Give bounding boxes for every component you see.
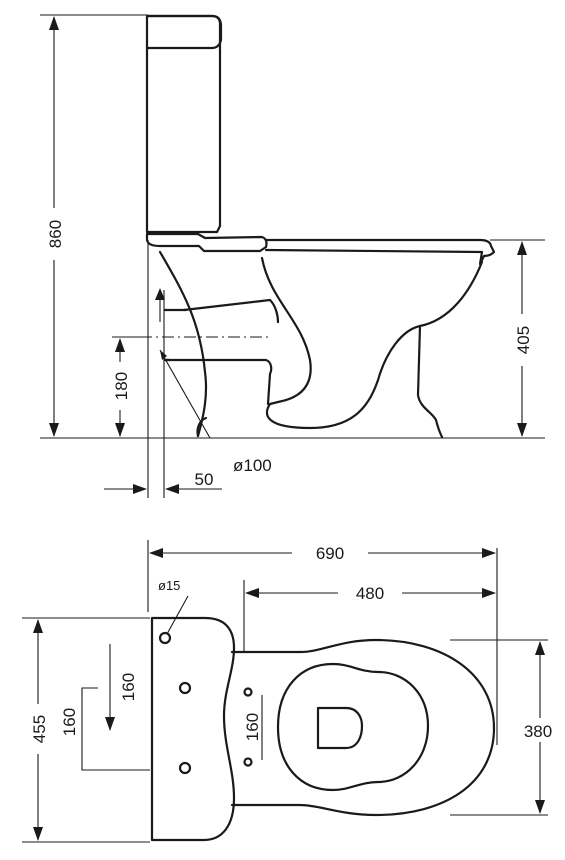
dim-arrow-455-top	[33, 619, 43, 633]
cistern-hole-bottom-icon	[178, 761, 192, 775]
dim-label-160-cistern: 160	[119, 673, 138, 701]
cistern-lid	[145, 14, 223, 50]
dim-label-380: 380	[524, 722, 552, 741]
dim-label-180: 180	[112, 372, 131, 400]
dim-arrow-160-cistern-bottom	[105, 717, 115, 731]
dim-label-455: 455	[30, 715, 49, 743]
dim-label-50: 50	[195, 470, 214, 489]
dim-arrow-480-right	[482, 588, 496, 598]
dim-arrow-380-bottom	[535, 800, 545, 814]
seat-hinge-hole-top-icon	[243, 687, 253, 697]
dim-label-480: 480	[356, 584, 384, 603]
cistern-hole-top-icon	[158, 631, 172, 645]
hole-leader-line	[166, 595, 189, 635]
dim-label-diameter: ø100	[233, 456, 272, 475]
diameter-leader-arrow	[160, 350, 167, 360]
cistern-hole-middle-icon	[178, 681, 192, 695]
dim-bracket-160-wall	[81, 687, 150, 771]
dim-gap-380	[514, 718, 562, 742]
dim-arrow-480-left	[245, 588, 259, 598]
pedestal-outline	[158, 250, 208, 438]
dim-arrow-50-left	[133, 484, 147, 494]
dim-arrow-180-top	[115, 338, 125, 352]
dim-arrow-690-left	[149, 548, 163, 558]
cistern-top-outline	[150, 616, 236, 842]
dim-gap-160-floor	[238, 704, 260, 750]
dim-arrow-690-right	[482, 548, 496, 558]
seat-ring	[264, 238, 496, 266]
dim-gap-160-cistern	[112, 664, 134, 710]
seat-hinge-hole-bottom-icon	[243, 757, 253, 767]
dim-label-690: 690	[316, 544, 344, 563]
dim-gap-860	[44, 208, 66, 260]
bowl-inner-rim	[276, 662, 430, 792]
dim-arrow-860-top	[49, 16, 59, 30]
wall-marker-arrow	[155, 288, 165, 300]
dim-arrow-50-right	[165, 484, 179, 494]
bowl-drain	[316, 706, 364, 750]
side-view: 860 405 180 50 ø100	[40, 14, 545, 498]
dim-label-hole-diameter: ø15	[158, 578, 180, 593]
outlet-pipe	[163, 308, 188, 362]
dim-arrow-860-bottom	[49, 423, 59, 437]
dim-arrow-405-bottom	[517, 423, 527, 437]
diameter-leader	[159, 349, 211, 439]
top-view: ø15 690 480 455 380 160 160	[22, 540, 562, 843]
dim-label-160-wall: 160	[60, 708, 79, 736]
dim-label-405: 405	[514, 326, 533, 354]
pedestal-foot	[196, 416, 208, 438]
dim-arrow-405-top	[517, 241, 527, 255]
bowl-interior	[260, 256, 422, 430]
trapway-lower	[163, 358, 273, 406]
dim-gap-405	[510, 314, 534, 366]
trapway-upper	[182, 298, 280, 324]
dim-arrow-455-bottom	[33, 827, 43, 841]
dim-label-160-floor: 160	[243, 713, 262, 741]
dim-gap-455	[27, 704, 49, 754]
dim-arrow-380-top	[535, 641, 545, 655]
dim-arrow-180-bottom	[115, 423, 125, 437]
pedestal-front	[416, 260, 484, 439]
dim-label-860: 860	[46, 220, 65, 248]
dim-gap-160-wall	[55, 698, 79, 746]
bowl-top-outline	[230, 638, 496, 817]
seat-lid	[145, 232, 268, 253]
dim-gap-180	[110, 362, 132, 410]
